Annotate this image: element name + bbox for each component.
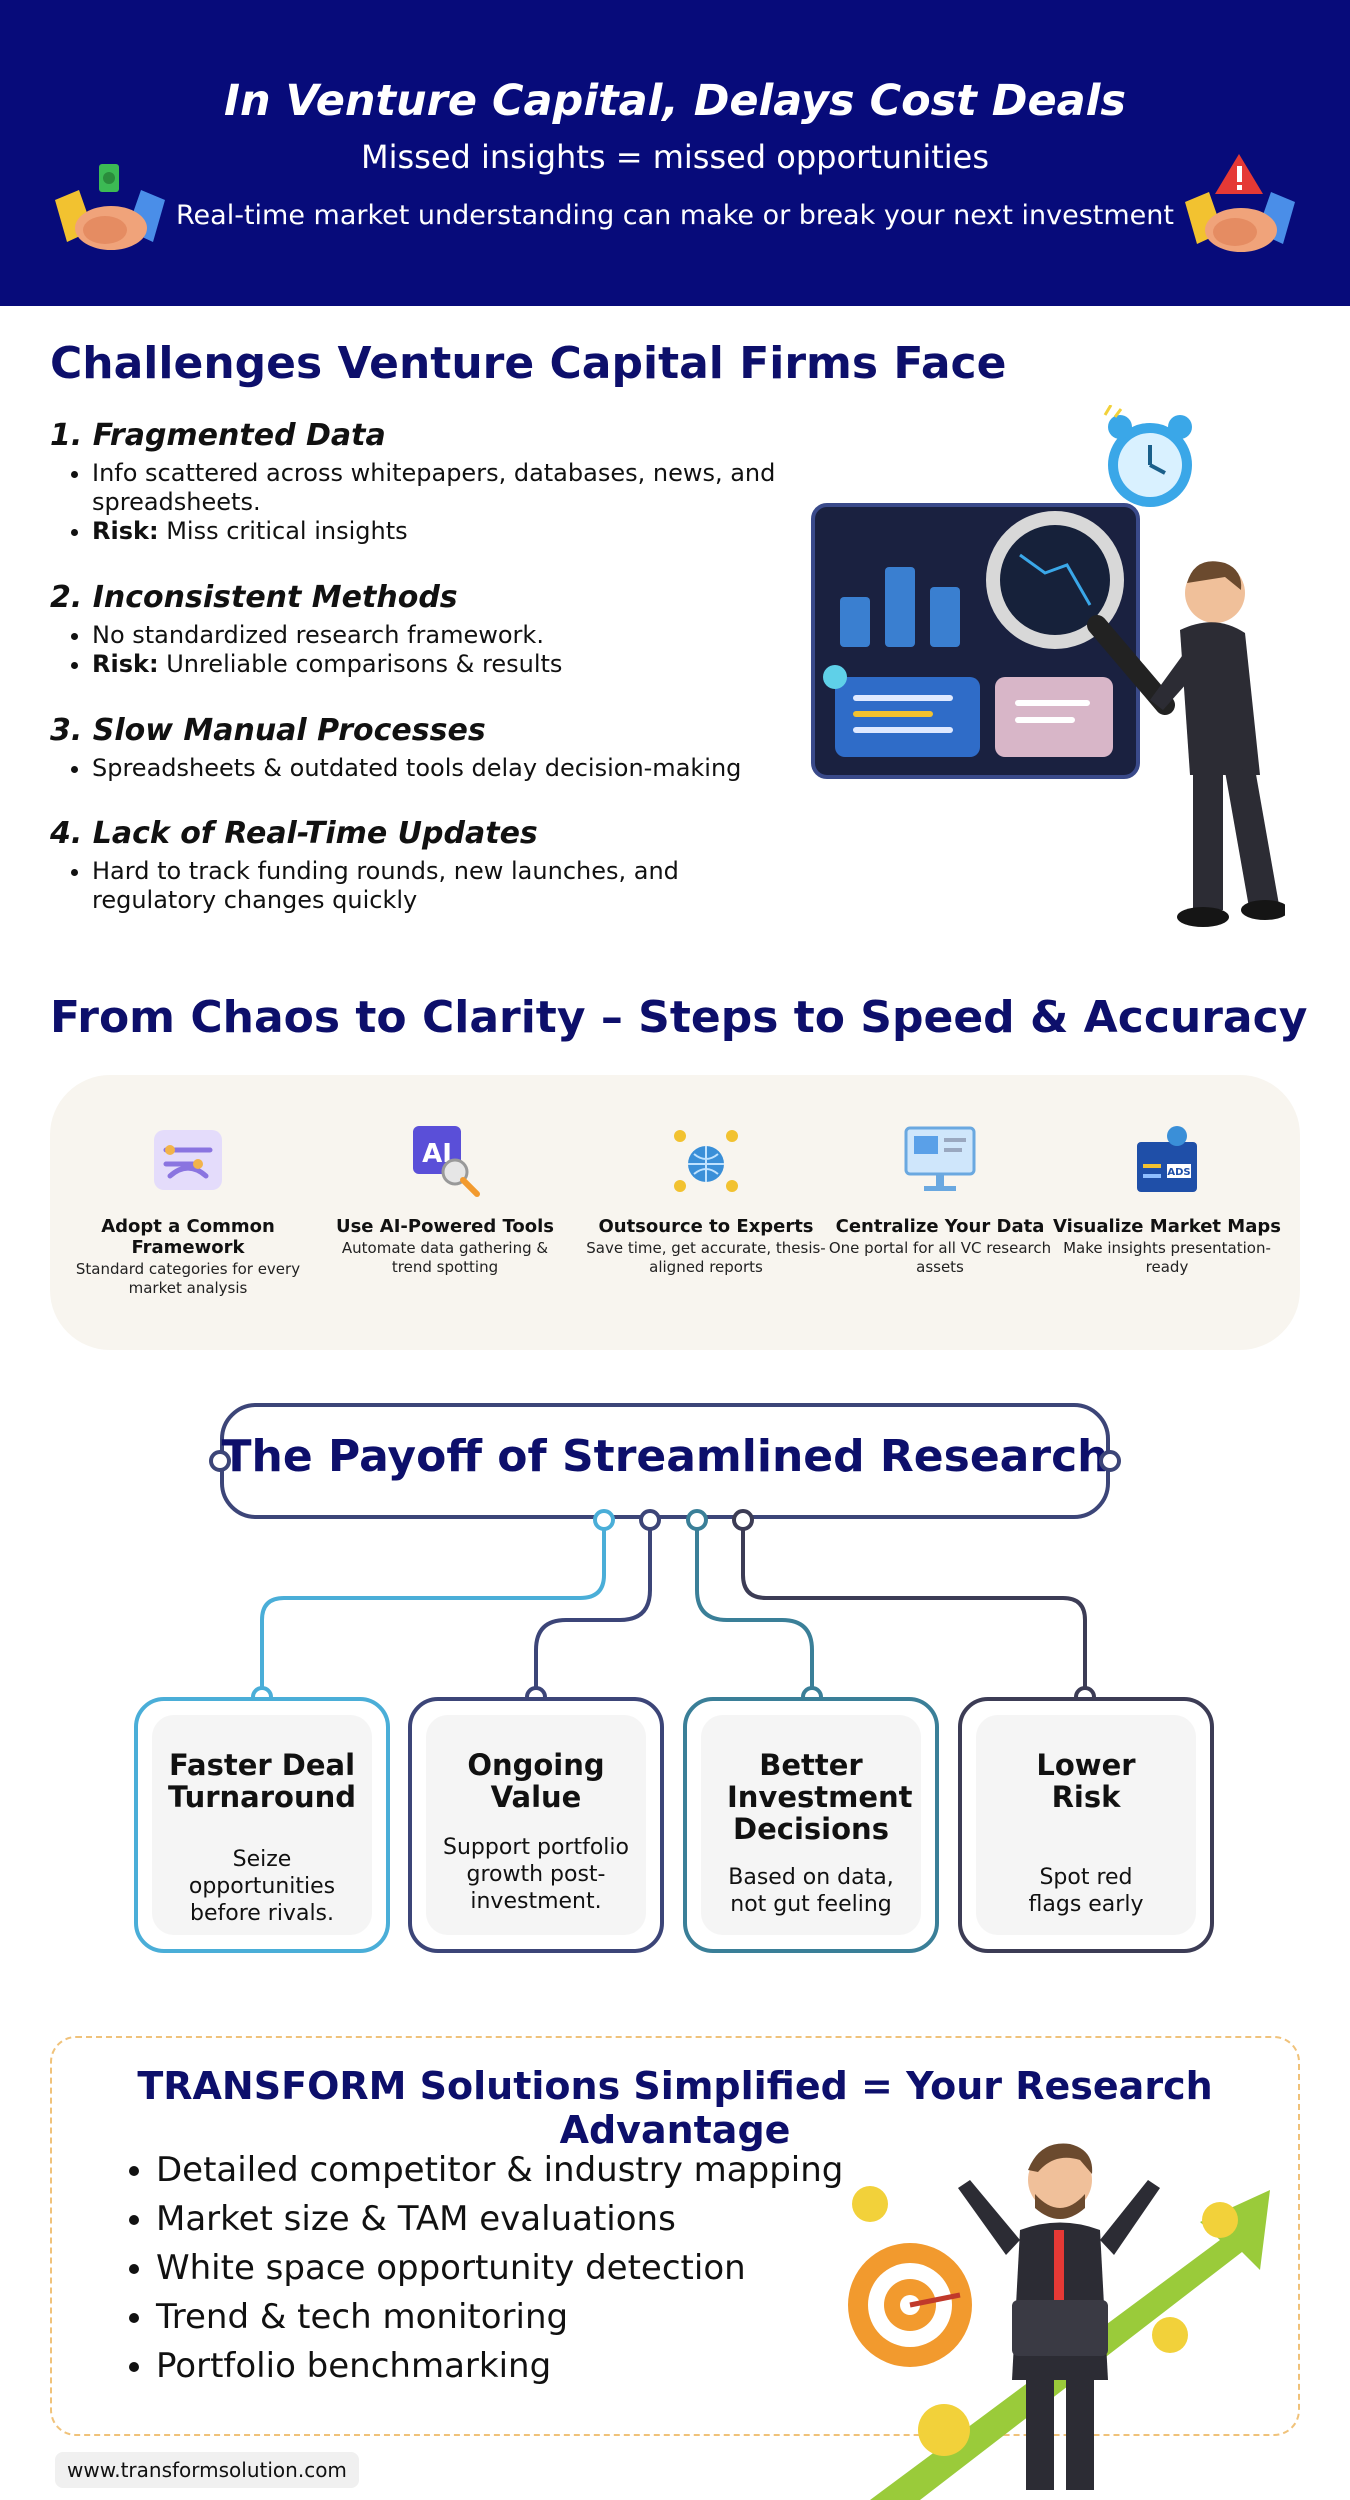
footer-url: www.transformsolution.com <box>55 2452 359 2488</box>
steps-title: From Chaos to Clarity – Steps to Speed &… <box>50 992 1308 1043</box>
challenge-bullet: Hard to track funding rounds, new launch… <box>92 857 790 915</box>
card-title: Better Investment Decisions <box>727 1748 913 1846</box>
step-4: Centralize Your Data One portal for all … <box>820 1120 1060 1277</box>
card-title: Lower Risk <box>1036 1748 1136 1814</box>
card-desc: Based on data, not gut feeling <box>728 1865 894 1917</box>
challenge-heading: 2. Inconsistent Methods <box>50 580 458 615</box>
hero-title: In Venture Capital, Delays Cost Deals <box>223 76 1127 126</box>
transform-bullet: Trend & tech monitoring <box>156 2293 843 2342</box>
step-title: Visualize Market Maps <box>1053 1216 1281 1237</box>
hero-subtitle: Missed insights = missed opportunities <box>360 138 990 176</box>
ads-board-icon: ADS <box>1137 1126 1197 1192</box>
card-desc: Support portfolio growth post-investment… <box>443 1835 629 1914</box>
framework-icon <box>154 1130 222 1190</box>
payoff-title: The Payoff of Streamlined Research <box>221 1431 1109 1482</box>
challenge-heading: 4. Lack of Real-Time Updates <box>50 816 538 851</box>
transform-bullet: Portfolio benchmarking <box>156 2342 843 2391</box>
step-5: ADS Visualize Market Maps Make insights … <box>1047 1120 1287 1277</box>
challenge-heading: 1. Fragmented Data <box>50 418 386 453</box>
analyst-dashboard-illustration <box>811 405 1285 927</box>
payoff-connectors <box>209 1450 1121 1708</box>
step-desc: Automate data gathering & trend spotting <box>341 1239 549 1276</box>
step-1: Adopt a Common Framework Standard catego… <box>68 1120 308 1298</box>
payoff-card-3: Better Investment Decisions Based on dat… <box>683 1697 939 1953</box>
transform-list: Detailed competitor & industry mapping M… <box>110 2146 843 2391</box>
step-desc: Save time, get accurate, thesis-aligned … <box>586 1239 826 1276</box>
card-title: Ongoing Value <box>467 1748 605 1814</box>
challenge-bullet: Info scattered across whitepapers, datab… <box>92 459 790 517</box>
transform-bullet: White space opportunity detection <box>156 2244 843 2293</box>
payoff-card-2: Ongoing Value Support portfolio growth p… <box>408 1697 664 1953</box>
payoff-title-box <box>220 1403 1110 1519</box>
ai-search-icon: AI <box>413 1126 480 1197</box>
challenge-bullet: Risk: Miss critical insights <box>92 517 790 546</box>
payoff-card-1: Faster Deal Turnaround Seize opportuniti… <box>134 1697 390 1953</box>
payoff-card-4: Lower Risk Spot red flags early <box>958 1697 1214 1953</box>
transform-panel <box>50 2036 1300 2436</box>
challenge-3: 3. Slow Manual Processes Spreadsheets & … <box>50 713 790 783</box>
steps-panel <box>50 1075 1300 1350</box>
global-team-icon <box>674 1130 738 1192</box>
step-title: Adopt a Common Framework <box>101 1216 275 1258</box>
step-title: Centralize Your Data <box>835 1216 1045 1237</box>
monitor-icon <box>904 1126 976 1191</box>
challenge-bullet: Spreadsheets & outdated tools delay deci… <box>92 754 790 783</box>
handshake-warning-icon <box>1185 154 1295 252</box>
challenge-heading: 3. Slow Manual Processes <box>50 713 486 748</box>
transform-title: TRANSFORM Solutions Simplified = Your Re… <box>137 2064 1213 2152</box>
hero-tagline: Real-time market understanding can make … <box>176 200 1174 231</box>
step-3: Outsource to Experts Save time, get accu… <box>586 1120 826 1277</box>
card-desc: Spot red flags early <box>1028 1865 1144 1917</box>
step-title: Use AI-Powered Tools <box>335 1216 555 1237</box>
card-desc: Seize opportunities before rivals. <box>188 1847 336 1926</box>
challenge-bullet: Risk: Unreliable comparisons & results <box>92 650 790 679</box>
success-growth-illustration <box>848 2143 1270 2500</box>
step-desc: One portal for all VC research assets <box>828 1239 1052 1276</box>
challenge-1: 1. Fragmented Data Info scattered across… <box>50 418 790 546</box>
transform-bullet: Detailed competitor & industry mapping <box>156 2146 843 2195</box>
hero-banner <box>0 0 1350 306</box>
step-desc: Make insights presentation-ready <box>1063 1239 1271 1276</box>
svg-text:ADS: ADS <box>1167 1167 1190 1178</box>
challenge-4: 4. Lack of Real-Time Updates Hard to tra… <box>50 816 790 915</box>
handshake-money-icon <box>55 164 165 250</box>
card-title: Faster Deal Turnaround <box>167 1748 357 1814</box>
challenge-bullet: No standardized research framework. <box>92 621 790 650</box>
step-2: AI Use AI-Powered Tools Automate data ga… <box>325 1120 565 1277</box>
step-title: Outsource to Experts <box>598 1216 814 1237</box>
challenge-2: 2. Inconsistent Methods No standardized … <box>50 580 790 679</box>
step-desc: Standard categories for every market ana… <box>75 1260 301 1297</box>
transform-bullet: Market size & TAM evaluations <box>156 2195 843 2244</box>
challenges-title: Challenges Venture Capital Firms Face <box>50 338 1007 389</box>
